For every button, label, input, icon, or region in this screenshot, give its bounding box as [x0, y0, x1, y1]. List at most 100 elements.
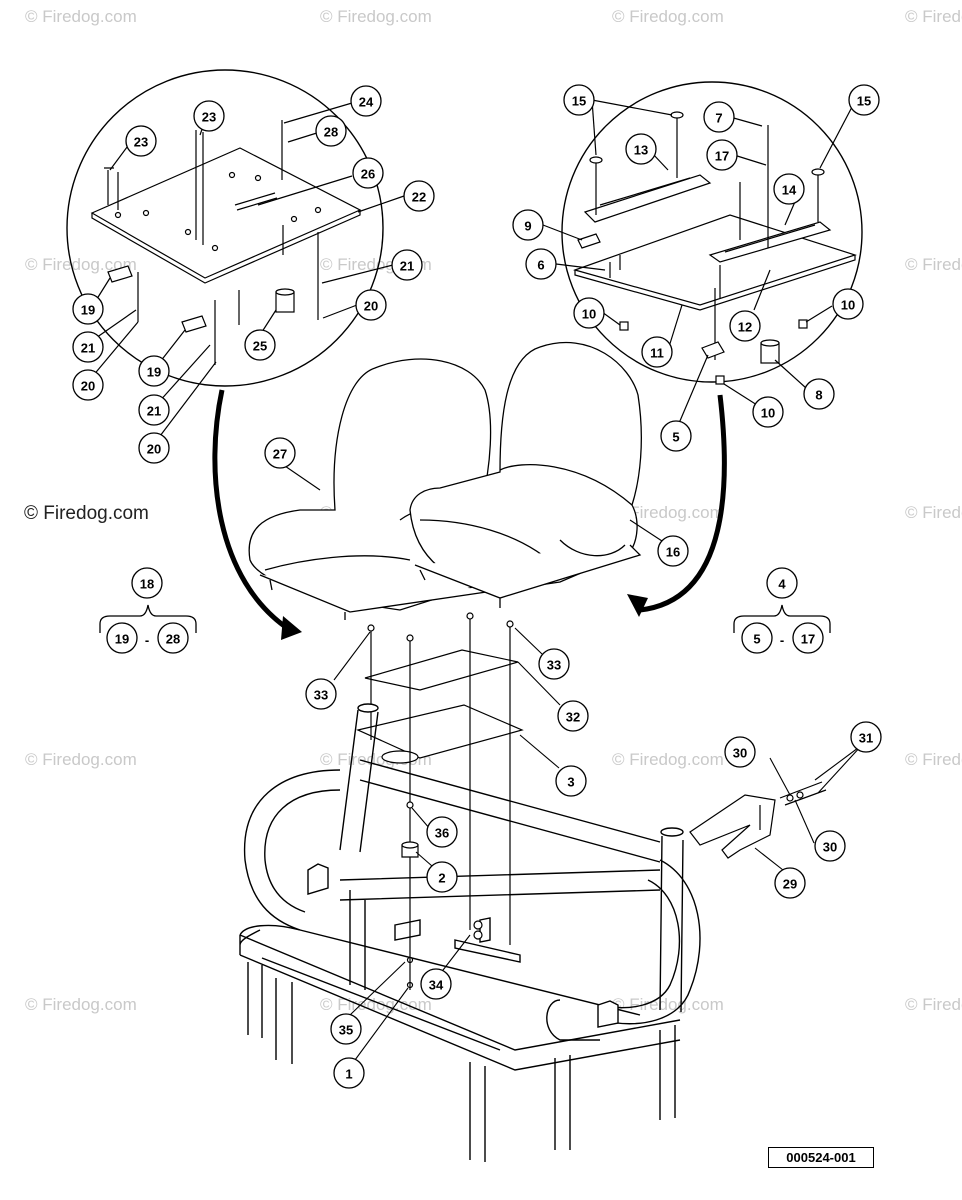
callout-label: 1: [345, 1067, 352, 1082]
watermark-text: © Firedog.com: [612, 750, 724, 769]
watermark-text: © Firedog.com: [612, 503, 724, 522]
callout-label: 17: [715, 149, 729, 164]
callout-circle: [333, 1057, 365, 1089]
callout-17: 17: [792, 622, 824, 654]
callout-label: 18: [140, 577, 154, 592]
callout-circle: [555, 765, 587, 797]
seat-plates: [356, 612, 524, 945]
callout-label: 11: [650, 346, 664, 361]
callout-label: 13: [634, 143, 648, 158]
callout-label: 3: [567, 775, 574, 790]
seats-assembly: [248, 341, 642, 620]
callout-20: 20: [355, 289, 387, 321]
callout-circle: [355, 289, 387, 321]
watermark-text: © Firedog.com: [25, 255, 137, 274]
callout-label: 7: [715, 111, 722, 126]
callout-circle: [131, 567, 163, 599]
callout-circle: [403, 180, 435, 212]
callout-circle: [703, 101, 735, 133]
callout-label: 19: [147, 365, 161, 380]
callout-label: 29: [783, 877, 797, 892]
callout-33: 33: [538, 648, 570, 680]
arrow-heads: [281, 594, 648, 640]
callout-label: 21: [81, 341, 95, 356]
callout-label: 20: [364, 299, 378, 314]
callout-13: 13: [625, 133, 657, 165]
callout-20: 20: [72, 369, 104, 401]
callout-15: 15: [848, 84, 880, 116]
callout-label: 19: [115, 632, 129, 647]
detail-arrows: [212, 389, 727, 633]
callout-8: 8: [803, 378, 835, 410]
callout-10: 10: [752, 396, 784, 428]
lower-leaders: [281, 463, 863, 1061]
callout-circle: [350, 85, 382, 117]
detail-circle-right: [542, 81, 863, 436]
callout-30: 30: [724, 736, 756, 768]
callout-label: 33: [314, 688, 328, 703]
callout-label: 26: [361, 167, 375, 182]
callout-label: 28: [324, 125, 338, 140]
callout-circle: [426, 816, 458, 848]
watermark-text: © Firedog.com: [905, 503, 962, 522]
callout-circle: [773, 173, 805, 205]
callout-21: 21: [138, 394, 170, 426]
frame-hardware: [401, 801, 483, 990]
callout-label: 23: [134, 135, 148, 150]
callout-circle: [157, 622, 189, 654]
callout-label: 20: [147, 442, 161, 457]
range-separator: -: [780, 633, 784, 648]
callout-circle: [138, 394, 170, 426]
callout-circle: [766, 567, 798, 599]
callout-label: 35: [339, 1023, 353, 1038]
callout-label: 14: [782, 183, 797, 198]
callout-label: 21: [147, 404, 161, 419]
callout-label: 27: [273, 447, 287, 462]
callout-21: 21: [72, 331, 104, 363]
copyright-label: © Firedog.com: [24, 503, 149, 524]
callout-22: 22: [403, 180, 435, 212]
callout-35: 35: [330, 1013, 362, 1045]
seat-frame: [239, 703, 701, 1162]
callout-label: 28: [166, 632, 180, 647]
callout-label: 20: [81, 379, 95, 394]
callout-circle: [426, 861, 458, 893]
callout-circle: [557, 700, 589, 732]
callout-28: 28: [315, 115, 347, 147]
callout-25: 25: [244, 329, 276, 361]
callout-label: 15: [857, 94, 871, 109]
callout-20: 20: [138, 432, 170, 464]
callout-34: 34: [420, 968, 452, 1000]
callout-label: 10: [582, 307, 596, 322]
callout-12: 12: [729, 310, 761, 342]
callout-24: 24: [350, 85, 382, 117]
callout-21: 21: [391, 249, 423, 281]
watermark-text: © Firedog.com: [905, 750, 962, 769]
callout-circle: [305, 678, 337, 710]
callout-circle: [706, 139, 738, 171]
callout-31: 31: [850, 721, 882, 753]
callout-circle: [352, 157, 384, 189]
callout-circle: [814, 830, 846, 862]
watermark-text: © Firedog.com: [905, 995, 962, 1014]
detail-circle-left: [66, 69, 405, 441]
callout-11: 11: [641, 336, 673, 368]
callout-10: 10: [832, 288, 864, 320]
callout-circle: [803, 378, 835, 410]
callout-36: 36: [426, 816, 458, 848]
callout-32: 32: [557, 700, 589, 732]
callout-circle: [106, 622, 138, 654]
watermark-text: © Firedog.com: [320, 7, 432, 26]
bracket-29: [689, 781, 827, 859]
callout-label: 32: [566, 710, 580, 725]
callout-label: 4: [778, 577, 786, 592]
watermark-text: © Firedog.com: [905, 255, 962, 274]
callout-17: 17: [706, 139, 738, 171]
callout-circle: [832, 288, 864, 320]
callout-circle: [752, 396, 784, 428]
callout-circle: [848, 84, 880, 116]
callout-label: 22: [412, 190, 426, 205]
callout-circle: [657, 535, 689, 567]
callout-circle: [315, 115, 347, 147]
